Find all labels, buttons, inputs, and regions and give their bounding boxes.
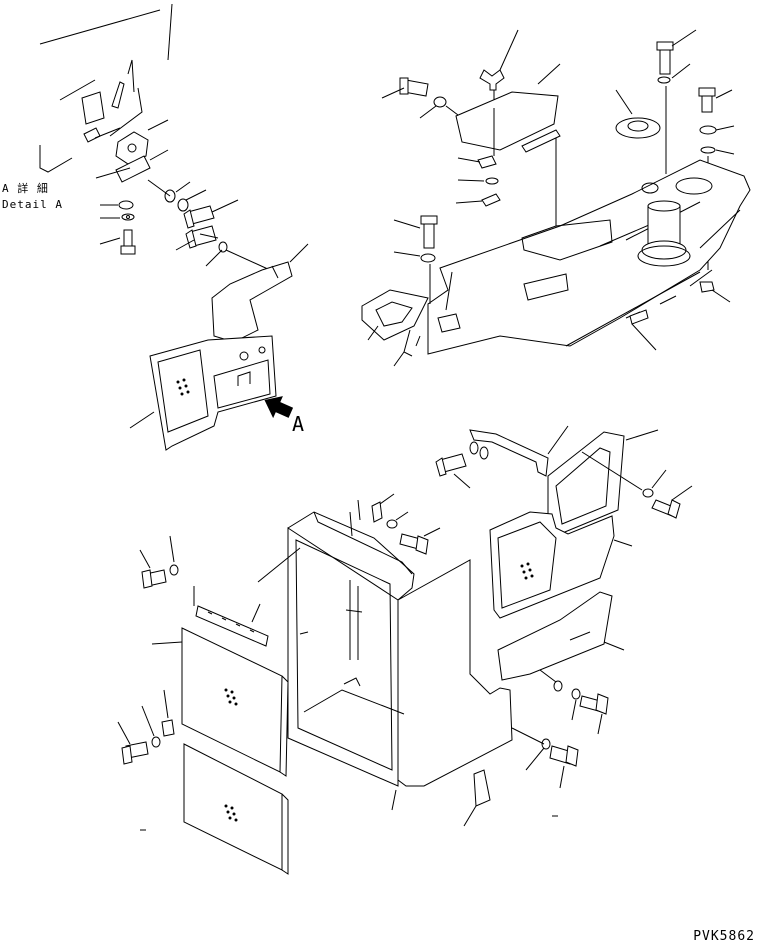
vent-dots xyxy=(176,378,190,396)
vent-dots-left-lower xyxy=(224,804,238,822)
vent-dots-left-upper xyxy=(224,688,238,706)
detail-a-assembly xyxy=(39,3,309,451)
engine-hood-assembly xyxy=(361,29,751,367)
frame-panel-assembly xyxy=(117,425,693,875)
drawing-code: PVK5862 xyxy=(693,929,755,944)
direction-arrow xyxy=(264,396,294,419)
vent-dots-right xyxy=(520,562,534,580)
detail-a-label-en: Detail A xyxy=(2,198,63,211)
view-arrow-letter: A xyxy=(292,412,305,436)
detail-a-label-jp: A 詳 細 xyxy=(2,182,49,195)
